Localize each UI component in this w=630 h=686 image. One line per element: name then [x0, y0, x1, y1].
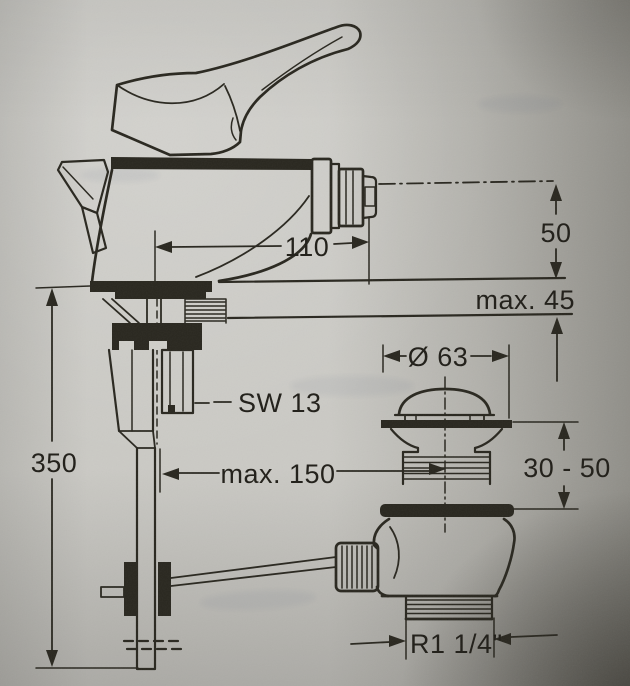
photo-grain-overlay [0, 0, 630, 686]
scanned-page-photo: 110 50 max. 45 350 SW 13 [0, 0, 630, 686]
technical-drawing: 110 50 max. 45 350 SW 13 [0, 0, 630, 686]
